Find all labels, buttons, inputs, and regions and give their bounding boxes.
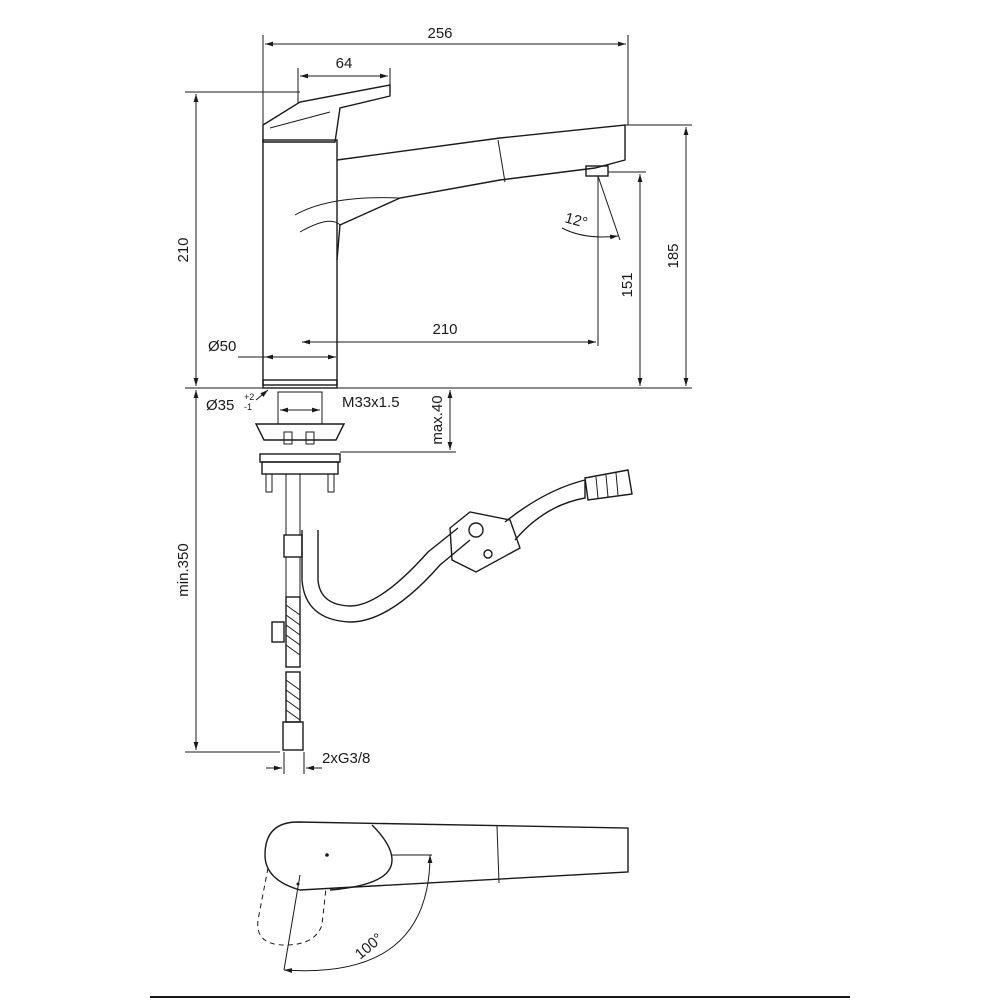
faucet-top-view: 100°	[257, 821, 629, 973]
dimension-spout-reach: 210	[302, 176, 599, 346]
spray-head-joint	[497, 139, 506, 183]
dimension-max-thickness: max.40	[337, 387, 456, 453]
lever-handle	[262, 84, 391, 143]
label-50-diameter: Ø50	[208, 338, 236, 355]
dimension-spout-height: 185	[337, 124, 692, 389]
threaded-shank	[277, 391, 323, 425]
bolt-right	[327, 473, 335, 493]
label-100-degrees: 100°	[352, 930, 387, 963]
faucet-body	[262, 139, 338, 386]
label-tolerance-minus: -1	[244, 402, 252, 412]
label-max-40: max.40	[429, 395, 446, 444]
bolt-left	[265, 473, 273, 493]
dimension-connection: 2xG3/8	[266, 750, 370, 774]
hose-end-connector	[584, 469, 633, 501]
hose-weight	[449, 511, 521, 573]
dimension-hole-diameter: Ø35 +2 -1	[206, 389, 269, 414]
dimension-outlet-height: 151	[608, 171, 646, 386]
braided-hose-1	[285, 596, 301, 668]
pull-out-hose	[301, 469, 633, 623]
label-tolerance-plus: +2	[244, 392, 254, 402]
top-view-handle	[329, 824, 393, 891]
hose-fitting	[283, 534, 303, 558]
label-185: 185	[665, 243, 682, 268]
label-g38: 2xG3/8	[322, 750, 370, 767]
label-min-350: min.350	[175, 543, 192, 596]
label-256: 256	[427, 25, 452, 42]
top-view-body	[264, 821, 629, 891]
lock-nut	[259, 453, 341, 463]
hose-nut	[282, 721, 304, 751]
faucet-side-view	[262, 84, 626, 389]
mounting-plate	[254, 423, 346, 441]
spout	[336, 124, 626, 261]
label-151: 151	[619, 272, 636, 297]
dimension-hose-length: min.350	[175, 390, 280, 753]
dimension-total-width: 256	[262, 25, 629, 128]
supply-hoses	[271, 474, 304, 751]
spout-outlet	[585, 165, 609, 177]
label-35-diameter: Ø35	[206, 397, 234, 414]
label-12-degrees: 12°	[563, 210, 589, 232]
label-m33: M33x1.5	[342, 394, 400, 411]
dimension-total-height: 210	[175, 91, 300, 389]
dimension-spout-angle: 12°	[561, 175, 621, 242]
dimension-handle-width: 64	[297, 55, 391, 103]
handle-rotated-outline	[257, 867, 327, 946]
dimension-base-diameter: Ø50	[208, 338, 336, 360]
label-64: 64	[336, 55, 353, 72]
label-210-height: 210	[175, 237, 192, 262]
label-210-reach: 210	[432, 321, 457, 338]
hose-clip	[271, 621, 285, 643]
dimension-thread: M33x1.5	[277, 394, 400, 420]
faucet-base	[262, 379, 338, 389]
